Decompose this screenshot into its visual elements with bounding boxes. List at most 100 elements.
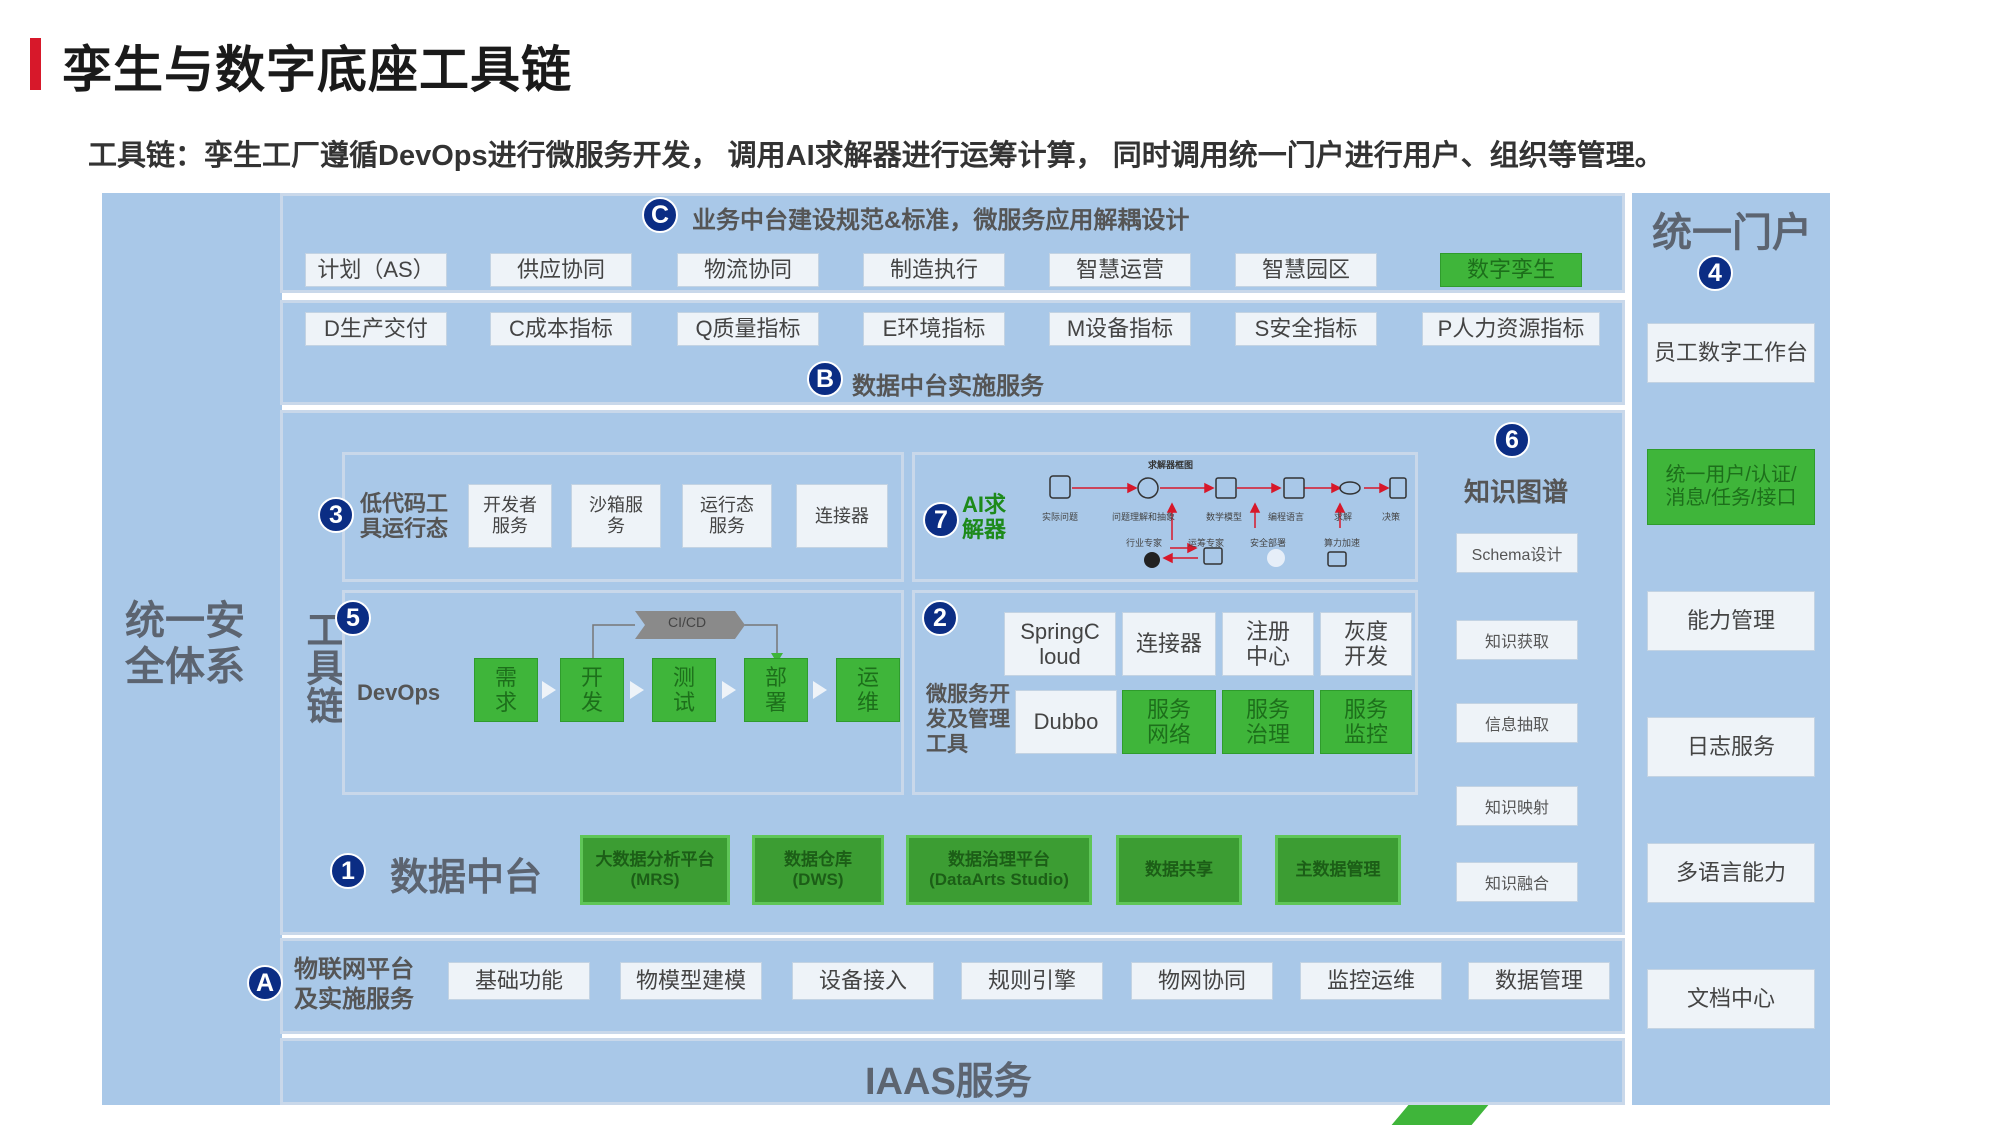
ai-solver-panel [912,452,1418,582]
microservice-label: 微服务开发及管理工具 [926,683,1010,757]
iot-item-device-access[interactable]: 设备接入 [792,962,934,1000]
micro-item-connector[interactable]: 连接器 [1122,612,1216,676]
biz-item-manufacturing[interactable]: 制造执行 [863,253,1005,287]
badge-1: 1 [330,853,366,889]
ds-item-safety[interactable]: S安全指标 [1235,312,1377,346]
badge-4: 4 [1697,255,1733,291]
portal-item-workbench[interactable]: 员工数字工作台 [1647,323,1815,383]
devops-arrow-3 [722,681,736,699]
micro-item-dubbo[interactable]: Dubbo [1015,690,1117,754]
iot-label: 物联网平台及实施服务 [294,956,414,1013]
micro-item-service-governance[interactable]: 服务治理 [1222,690,1314,754]
iot-item-model[interactable]: 物模型建模 [620,962,762,1000]
lowcode-item-sandbox[interactable]: 沙箱服务 [571,484,661,548]
security-label: 统一安全体系 [125,599,245,689]
ai-solver-flow-diagram [1049,475,1407,568]
iot-item-monitoring[interactable]: 监控运维 [1300,962,1442,1000]
business-middle-title: 业务中台建设规范&标准，微服务应用解耦设计 [692,207,1190,234]
ai-flow-label-1: 实际问题 [1042,512,1079,522]
iot-item-basic[interactable]: 基础功能 [448,962,590,1000]
dm-item-dataarts-line2: (DataArts Studio) [929,870,1069,889]
dm-item-dws[interactable]: 数据仓库 (DWS) [752,835,884,905]
micro-item-gray-release[interactable]: 灰度开发 [1320,612,1412,676]
lowcode-item-runtime[interactable]: 运行态服务 [682,484,772,548]
ai-flow-title: 求解器框图 [1148,460,1194,470]
iot-item-rule-engine[interactable]: 规则引擎 [961,962,1103,1000]
ai-flow-label-4: 编程语言 [1268,512,1305,522]
kg-item-schema[interactable]: Schema设计 [1456,533,1578,573]
dm-item-mrs-line2: (MRS) [630,870,680,889]
page-title: 孪生与数字底座工具链 [62,42,572,98]
kg-item-extract[interactable]: 信息抽取 [1456,703,1578,743]
ai-solver-label: AI求解器 [962,492,1007,543]
ai-flow-label-3: 数学模型 [1206,512,1243,522]
ai-flow-label-5: 求解 [1334,512,1353,522]
portal-label: 统一门户 [1652,211,1812,255]
ai-flow-label-2: 问题理解和抽象 [1112,512,1176,522]
biz-item-supply[interactable]: 供应协同 [490,253,632,287]
biz-item-operations[interactable]: 智慧运营 [1049,253,1191,287]
devops-label: DevOps [357,680,441,705]
devops-arrow-2 [630,681,644,699]
security-column [102,193,282,1105]
iot-item-data-mgmt[interactable]: 数据管理 [1468,962,1610,1000]
kg-item-fusion[interactable]: 知识融合 [1456,862,1578,902]
kg-item-acquire[interactable]: 知识获取 [1456,620,1578,660]
iaas-label: IAAS服务 [865,1061,1032,1103]
badge-7: 7 [923,502,959,538]
micro-item-springcloud[interactable]: SpringCloud [1004,612,1116,676]
devops-step-ops[interactable]: 运维 [836,658,900,722]
dm-item-mrs[interactable]: 大数据分析平台 (MRS) [580,835,730,905]
ds-item-equipment[interactable]: M设备指标 [1049,312,1191,346]
badge-2: 2 [922,600,958,636]
portal-item-docs[interactable]: 文档中心 [1647,969,1815,1029]
ds-item-hr[interactable]: P人力资源指标 [1422,312,1600,346]
portal-item-i18n[interactable]: 多语言能力 [1647,843,1815,903]
micro-item-service-monitor[interactable]: 服务监控 [1320,690,1412,754]
micro-item-service-network[interactable]: 服务网络 [1122,690,1216,754]
decorative-stripe [1391,1105,1489,1125]
dm-item-master-data[interactable]: 主数据管理 [1275,835,1401,905]
badge-b: B [807,361,843,397]
kg-item-mapping[interactable]: 知识映射 [1456,786,1578,826]
ai-sub-label-2: 运筹专家 [1188,538,1225,548]
dm-item-dataarts-line1: 数据治理平台 [948,850,1050,870]
devops-step-test[interactable]: 测试 [652,658,716,722]
ds-item-environment[interactable]: E环境指标 [863,312,1005,346]
knowledge-label: 知识图谱 [1464,477,1569,507]
dm-item-dataarts[interactable]: 数据治理平台 (DataArts Studio) [906,835,1092,905]
ai-sub-label-1: 行业专家 [1126,538,1163,548]
devops-step-deploy[interactable]: 部署 [744,658,808,722]
devops-arrow-4 [813,681,827,699]
biz-item-park[interactable]: 智慧园区 [1235,253,1377,287]
portal-item-unified-user[interactable]: 统一用户/认证/消息/任务/接口 [1647,449,1815,525]
dm-item-dws-line2: (DWS) [792,870,844,889]
cicd-label: CI/CD [668,614,707,630]
biz-item-plan[interactable]: 计划（AS） [305,253,447,287]
dm-item-data-sharing[interactable]: 数据共享 [1116,835,1242,905]
portal-item-log[interactable]: 日志服务 [1647,717,1815,777]
lowcode-label: 低代码工具运行态 [360,491,449,542]
devops-step-requirements[interactable]: 需求 [474,658,538,722]
title-accent-bar [30,38,41,90]
ds-item-quality[interactable]: Q质量指标 [677,312,819,346]
ai-sub-label-4: 算力加速 [1324,538,1361,548]
biz-item-logistics[interactable]: 物流协同 [677,253,819,287]
devops-arrow-1 [542,681,556,699]
ds-item-delivery[interactable]: D生产交付 [305,312,447,346]
ai-flow-label-6: 决策 [1382,512,1401,522]
data-service-title: 数据中台实施服务 [852,373,1044,400]
data-middle-label: 数据中台 [390,857,543,899]
dm-item-dws-line1: 数据仓库 [784,850,852,870]
biz-item-digital-twin[interactable]: 数字孪生 [1440,253,1582,287]
iot-item-collab[interactable]: 物网协同 [1131,962,1273,1000]
lowcode-item-connector[interactable]: 连接器 [796,484,888,548]
devops-panel [342,590,904,795]
micro-item-registry[interactable]: 注册中心 [1222,612,1314,676]
lowcode-item-developer[interactable]: 开发者服务 [468,484,552,548]
ds-item-cost[interactable]: C成本指标 [490,312,632,346]
dm-item-mrs-line1: 大数据分析平台 [595,850,715,870]
devops-step-develop[interactable]: 开发 [560,658,624,722]
portal-item-capability[interactable]: 能力管理 [1647,591,1815,651]
page-subtitle: 工具链：孪生工厂遵循DevOps进行微服务开发， 调用AI求解器进行运筹计算， … [88,140,1664,172]
